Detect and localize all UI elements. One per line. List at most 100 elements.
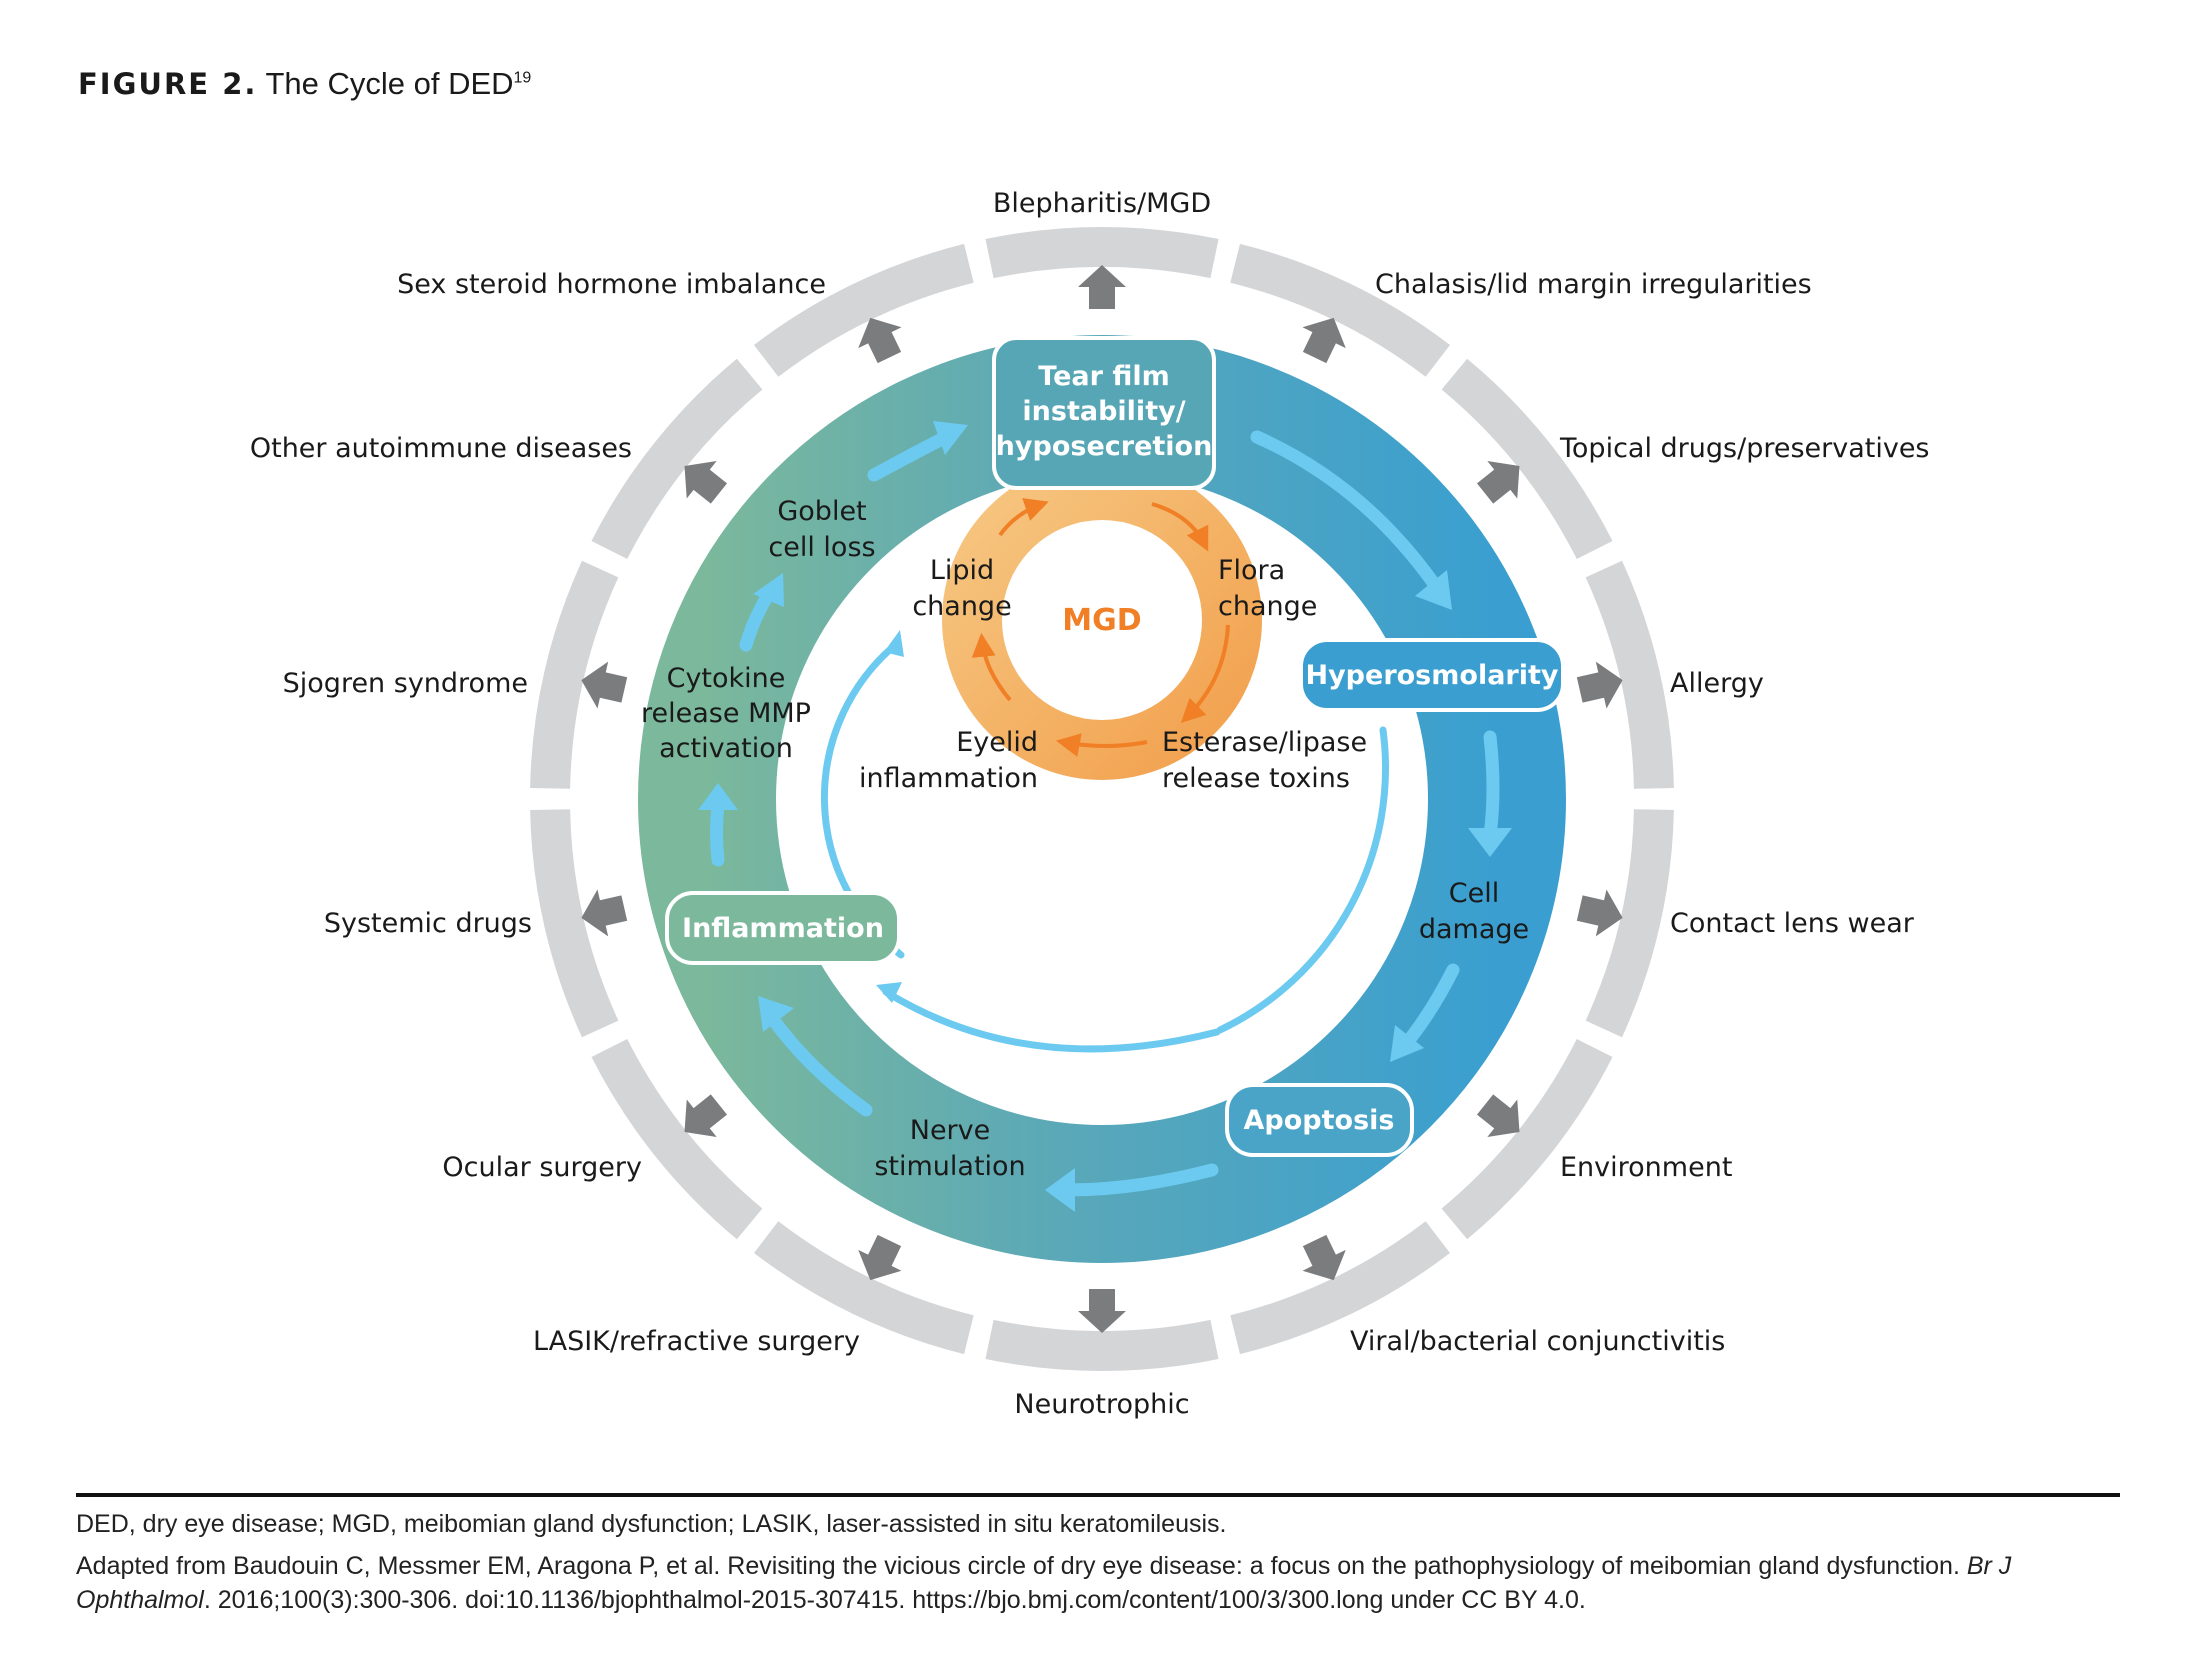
esterase-label-line-1: Esterase/lipase [1162,727,1367,758]
hyperosmolarity-label: Hyperosmolarity [1305,660,1558,691]
factor-arrow-shape [1078,265,1126,309]
factor-arrow-shape [581,661,628,709]
flow-head-5 [758,996,794,1032]
outer-ring-segment-10 [591,1038,763,1240]
factor-arrow-14 [858,317,902,364]
caption-source: Adapted from Baudouin C, Messmer EM, Ara… [76,1549,2136,1617]
mgd-arrow-flora-to-esterase [1180,624,1230,724]
outer-ring-segment-6 [1441,1038,1613,1240]
goblet-label-line-2: cell loss [768,532,875,563]
factor-arrow-shape [858,1234,902,1281]
outer-factor-9: LASIK/refractive surgery [533,1326,860,1357]
flow-arrow-nerve-to-inflammation [765,1011,873,1117]
factor-arrow-shape [581,889,628,937]
factor-arrow-shape [1476,1094,1520,1137]
outer-factor-12: Sjogren syndrome [283,668,528,699]
outer-factor-4: Allergy [1670,668,1764,699]
figure-title-text: The Cycle of DED [265,66,514,101]
inner-arc-bottom [1216,726,1389,1034]
inflammation-label: Inflammation [682,913,884,944]
box-tear-film [992,336,1216,490]
tear-film-label-line-3: hyposecretion [996,431,1213,462]
factor-arrow-shape [1302,317,1346,364]
mgd-arrow-top-to-flora [1151,502,1209,552]
outer-ring-segment-14 [754,243,974,377]
factor-arrow-5 [1576,889,1623,937]
flow-arrow-inflammation-to-cytokine [710,798,725,867]
mgd-arrow-esterase-to-eyelid [1055,733,1148,757]
factor-arrow-2 [1302,317,1346,364]
caption-divider [76,1493,2120,1497]
factor-arrow-1 [1078,265,1126,309]
eyelid-inflammation-label-line-1: Eyelid [956,727,1038,758]
outer-ring-segment-11 [530,809,619,1038]
lipid-change-label-line-1: Lipid [930,555,994,586]
cytokine-label-line-3: activation [659,733,793,764]
inner-arrowhead-left [876,982,902,1003]
cycle-flow-arrowheads [698,421,1512,1212]
outer-factor-5: Contact lens wear [1670,908,1915,939]
flow-arrow-hyperosmolarity-to-celldamage [1483,730,1500,842]
caption-journal: Br J Ophthalmol [76,1552,2012,1614]
outer-ring-segment-13 [591,358,763,560]
mgd-arrow-lipid-to-top [998,498,1049,537]
inner-arrowhead-up [884,630,904,657]
factor-arrow-shape [684,1094,728,1137]
outer-ring-segment-8 [985,1319,1219,1371]
inner-return-arrow [820,642,1389,1053]
factor-arrow-shape [1078,1289,1126,1333]
cytokine-label-line-2: release MMP [641,698,811,729]
esterase-label-line-2: release toxins [1162,763,1350,794]
outer-ring-segment-5 [1585,809,1674,1038]
goblet-label-line-1: Goblet [777,496,866,527]
outer-factor-arrows [581,265,1623,1333]
factor-arrow-shape [1576,661,1623,709]
figure-title: FIGURE 2. The Cycle of DED19 [78,66,531,102]
nerve-stimulation-label-line-2: stimulation [874,1151,1025,1182]
inner-arc-return [882,988,1221,1053]
tear-film-label-line-2: instability/ [1022,396,1185,427]
outer-factor-1: Blepharitis/MGD [993,188,1211,219]
factor-arrow-shape [684,461,728,504]
flow-head-1 [1415,570,1452,610]
outer-factor-7: Viral/bacterial conjunctivitis [1350,1326,1725,1357]
outer-factor-13: Other autoimmune diseases [250,433,632,464]
caption-source-suffix: . 2016;100(3):300-306. doi:10.1136/bjoph… [203,1586,1586,1614]
outer-ring-segment-7 [1230,1221,1450,1355]
factor-arrow-7 [1302,1234,1346,1281]
nerve-stimulation-label-line-1: Nerve [910,1115,991,1146]
caption-source-prefix: Adapted from Baudouin C, Messmer EM, Ara… [76,1552,1967,1580]
flora-change-label-line-2: change [1218,591,1317,622]
outer-factor-8: Neurotrophic [1014,1389,1189,1420]
outer-ring-segment-3 [1441,358,1613,560]
cytokine-label-line-1: Cytokine [667,663,786,694]
outer-factor-14: Sex steroid hormone imbalance [397,269,826,300]
factor-arrow-4 [1576,661,1623,709]
factor-arrow-shape [1476,461,1520,504]
eyelid-inflammation-label-line-2: inflammation [859,763,1038,794]
factor-arrow-shape [1302,1234,1346,1281]
factor-arrow-12 [581,661,628,709]
factor-arrow-6 [1476,1094,1520,1137]
outer-factor-3: Topical drugs/preservatives [1559,433,1930,464]
mgd-center-label: MGD [1062,603,1141,638]
factor-arrow-10 [684,1094,728,1137]
cell-damage-label-line-2: damage [1419,914,1529,945]
tear-film-label-line-1: Tear film [1038,361,1169,392]
figure-reference: 19 [513,69,532,87]
flow-head-3 [1390,1025,1424,1062]
factor-arrow-shape [858,317,902,364]
outer-ring-segment-9 [754,1221,974,1355]
outer-factor-6: Environment [1560,1152,1732,1183]
outer-ring-segment-12 [530,560,619,789]
flow-head-6 [698,783,738,810]
factor-arrow-11 [581,889,628,937]
box-inflammation [665,891,901,965]
flow-head-4 [1045,1168,1075,1212]
factor-arrow-9 [858,1234,902,1281]
figure-number: FIGURE 2. [78,67,258,101]
outer-ring-segment-1 [985,226,1219,279]
box-apoptosis [1225,1083,1414,1157]
